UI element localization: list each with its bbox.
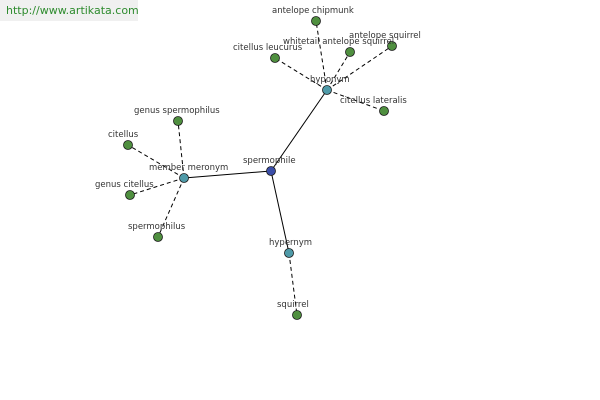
node-citellus-leucurus[interactable] bbox=[270, 53, 280, 63]
edge-hyponym-antelope-chipmunk bbox=[315, 20, 328, 91]
graph-edges bbox=[127, 20, 393, 316]
edge-member-meronym-citellus bbox=[127, 144, 185, 179]
edge-member-meronym-genus-spermophilus bbox=[177, 120, 185, 179]
label-antelope-squirrel: antelope squirrel bbox=[349, 31, 421, 41]
label-citellus-lateralis: citellus lateralis bbox=[340, 96, 407, 106]
edge-spermophile-hypernym bbox=[270, 170, 290, 254]
label-citellus-leucurus: citellus leucurus bbox=[233, 43, 303, 53]
node-whitetail-antelope-squirrel[interactable] bbox=[345, 47, 355, 57]
label-member-meronym: member meronym bbox=[149, 163, 228, 173]
node-spermophilus[interactable] bbox=[153, 232, 163, 242]
label-citellus: citellus bbox=[108, 130, 139, 140]
node-antelope-chipmunk[interactable] bbox=[311, 16, 321, 26]
label-hyponym: hyponym bbox=[310, 75, 350, 85]
node-antelope-squirrel[interactable] bbox=[387, 41, 397, 51]
node-spermophile[interactable] bbox=[266, 166, 276, 176]
node-citellus-lateralis[interactable] bbox=[379, 106, 389, 116]
label-hypernym: hypernym bbox=[269, 238, 312, 248]
label-genus-citellus: genus citellus bbox=[95, 180, 154, 190]
node-genus-spermophilus[interactable] bbox=[173, 116, 183, 126]
edge-hypernym-squirrel bbox=[288, 252, 298, 316]
node-member-meronym[interactable] bbox=[179, 173, 189, 183]
label-genus-spermophilus: genus spermophilus bbox=[134, 106, 220, 116]
node-squirrel[interactable] bbox=[292, 310, 302, 320]
label-antelope-chipmunk: antelope chipmunk bbox=[272, 6, 354, 16]
edge-member-meronym-spermophilus bbox=[157, 177, 185, 238]
label-whitetail-antelope-squirrel: whitetail antelope squirrel bbox=[283, 37, 394, 47]
label-spermophile: spermophile bbox=[243, 156, 296, 166]
edge-member-meronym-genus-citellus bbox=[129, 177, 185, 196]
edge-hyponym-antelope-squirrel bbox=[326, 45, 393, 91]
edge-hyponym-citellus-leucurus bbox=[274, 57, 328, 91]
node-citellus[interactable] bbox=[123, 140, 133, 150]
watermark-url: http://www.artikata.com bbox=[0, 0, 139, 21]
label-squirrel: squirrel bbox=[277, 300, 309, 310]
graph-nodes bbox=[123, 16, 397, 320]
node-genus-citellus[interactable] bbox=[125, 190, 135, 200]
edge-spermophile-member-meronym bbox=[183, 170, 272, 179]
graph-labels: spermophile hyponym antelope chipmunk white… bbox=[95, 6, 421, 310]
edge-hyponym-whitetail-antelope-squirrel bbox=[326, 51, 351, 91]
node-hypernym[interactable] bbox=[284, 248, 294, 258]
label-spermophilus: spermophilus bbox=[128, 222, 186, 232]
node-hyponym[interactable] bbox=[322, 85, 332, 95]
edge-spermophile-hyponym bbox=[270, 89, 328, 172]
edge-hyponym-citellus-lateralis bbox=[326, 89, 385, 112]
